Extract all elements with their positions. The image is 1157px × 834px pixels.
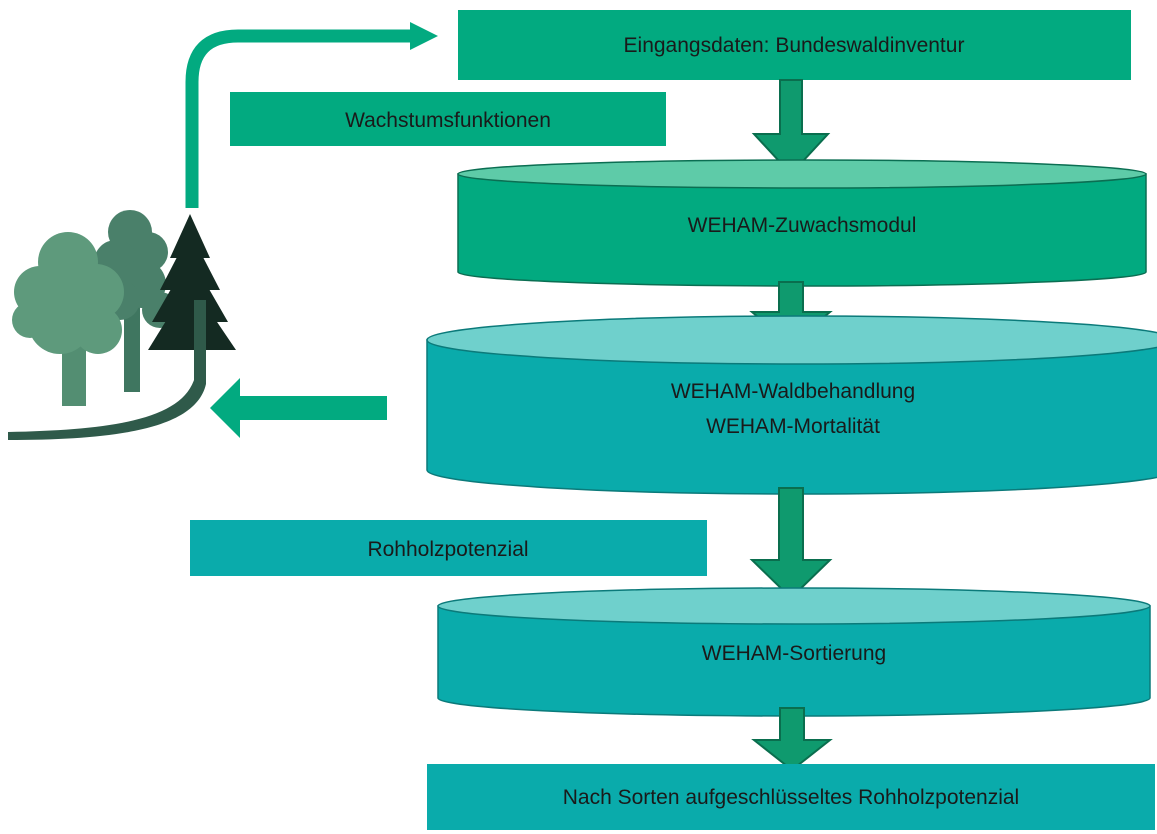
growth-module-label: WEHAM-Zuwachsmodul [688,214,917,237]
mortality-label: WEHAM-Mortalität [706,415,880,438]
input-data-label: Eingangsdaten: Bundeswaldinventur [624,34,965,57]
growth-functions-label: Wachstumsfunktionen [345,109,551,132]
raw-wood-potential-box: Rohholzpotenzial [190,520,707,576]
input-data-box: Eingangsdaten: Bundeswaldinventur [458,10,1131,80]
feedback-arrow-up [185,22,438,208]
left-arrow [210,378,387,438]
growth-module-cylinder: WEHAM-Zuwachsmodul [457,159,1147,287]
output-label: Nach Sorten aufgeschlüsseltes Rohholzpot… [563,786,1019,809]
treatment-label: WEHAM-Waldbehandlung [671,380,915,403]
output-box: Nach Sorten aufgeschlüsseltes Rohholzpot… [427,764,1155,830]
down-arrow [751,79,831,176]
sorting-module-label: WEHAM-Sortierung [702,642,886,665]
down-arrow [749,487,833,600]
down-arrow [751,707,833,772]
forest-trees-icon [8,210,236,440]
sorting-module-cylinder: WEHAM-Sortierung [437,587,1151,717]
growth-functions-box: Wachstumsfunktionen [230,92,666,146]
raw-wood-potential-label: Rohholzpotenzial [367,538,528,561]
treatment-module-cylinder: WEHAM-Waldbehandlung WEHAM-Mortalität [426,315,1157,495]
